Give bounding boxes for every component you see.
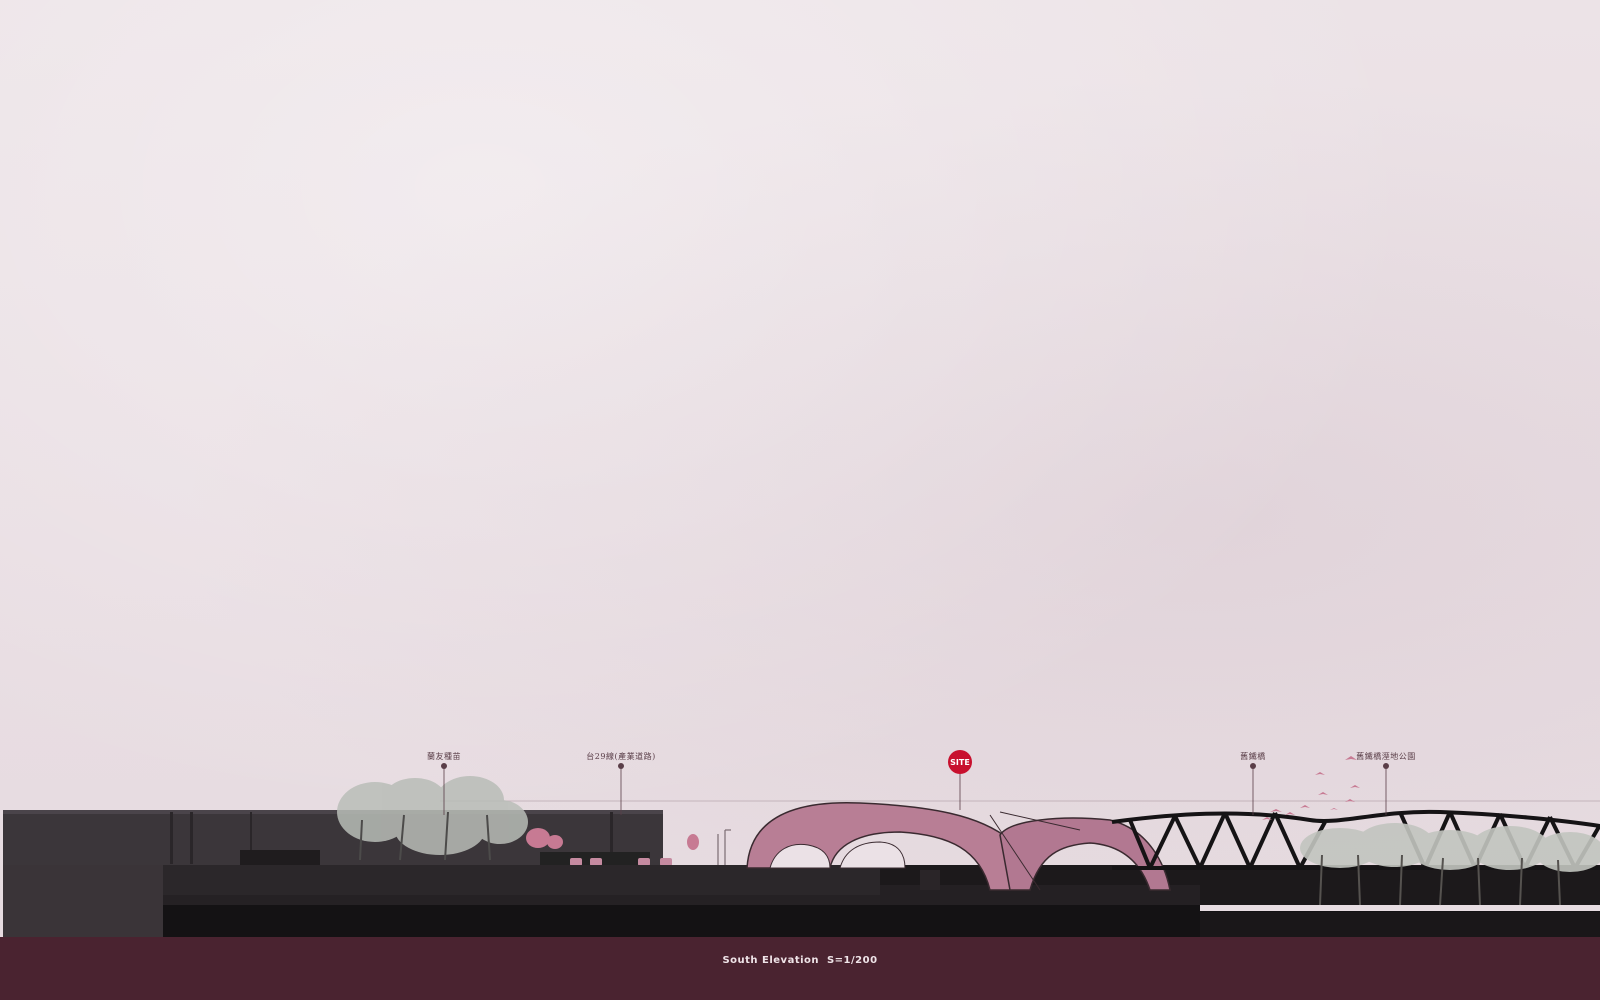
ground-section (3, 865, 1600, 937)
callout-leaders (443, 766, 1387, 815)
label-nursery: 蘭友種苗 (427, 752, 461, 761)
pink-shrubs (526, 828, 699, 850)
tree-cluster-left (337, 776, 528, 855)
sky-background (0, 0, 1600, 937)
callout-dots (441, 763, 1389, 769)
label-old-bridge: 舊鐵橋 (1240, 752, 1266, 761)
tree-cluster-right (1300, 823, 1600, 872)
caption-bar (0, 937, 1600, 1000)
vehicles (570, 858, 672, 866)
tree-trunks-right (1319, 854, 1561, 906)
site-marker: SITE (948, 750, 972, 774)
warehouse-building (3, 810, 663, 865)
street-lamps (717, 829, 731, 870)
label-wetland-park: 舊鐵橋溼地公園 (1356, 752, 1416, 761)
birds (1262, 756, 1360, 820)
south-elevation-drawing (3, 756, 1600, 937)
site-building-canopy (746, 801, 1171, 891)
drawing-caption: South Elevation S=1/200 (722, 955, 878, 966)
label-highway: 台29線(產業道路) (586, 752, 656, 761)
tree-trunks-left (359, 811, 491, 861)
